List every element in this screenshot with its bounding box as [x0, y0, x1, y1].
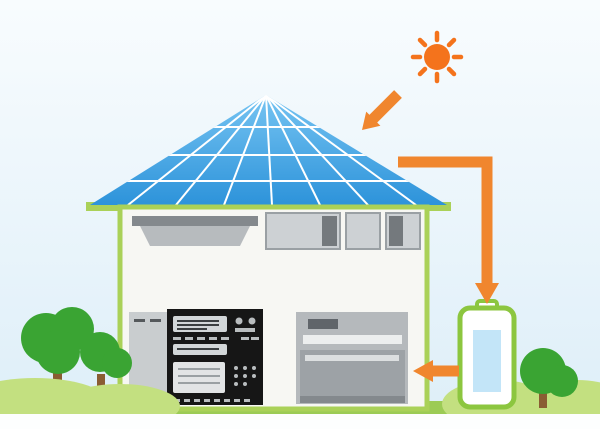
microwave-keypad	[234, 366, 256, 386]
microwave-rack-line	[178, 368, 220, 370]
microwave-rack-line	[178, 375, 220, 377]
battery-to-house-arrow-icon	[413, 360, 459, 382]
bottom-margin	[0, 414, 600, 429]
cabinet-handle	[134, 319, 145, 322]
window-pane	[345, 212, 381, 250]
microwave-rack-line	[178, 382, 220, 384]
vent-hood-body	[140, 226, 250, 246]
oven-knob	[248, 317, 256, 325]
sun-rays	[410, 30, 464, 84]
tree-crown	[102, 348, 132, 378]
display-line	[177, 324, 219, 326]
dishwasher-handle	[308, 319, 338, 329]
display-line	[177, 348, 219, 350]
sun-icon	[410, 30, 464, 84]
display-line	[177, 328, 207, 330]
oven-microwave-unit	[167, 309, 263, 405]
battery-charge-level	[473, 330, 501, 392]
dishwasher-door-bar	[305, 355, 399, 361]
sun-disc	[424, 44, 450, 70]
tree-crown	[36, 330, 80, 374]
tree-crown	[546, 365, 578, 397]
roof-to-battery-arrow-icon	[398, 156, 499, 304]
house	[117, 204, 430, 412]
microwave-window	[173, 362, 225, 393]
tree-right	[520, 348, 578, 408]
dishwasher-base	[300, 396, 405, 403]
dishwasher-slot	[303, 335, 402, 344]
second-floor-windows	[132, 212, 421, 250]
oven-knob	[235, 317, 243, 325]
oven-button-row	[173, 337, 259, 340]
tree-trunk	[539, 388, 547, 408]
vent-hood-top	[132, 216, 258, 226]
display-line	[177, 320, 219, 322]
window-shadow	[389, 216, 403, 246]
tree-left-large	[21, 307, 94, 404]
dishwasher-unit	[296, 312, 408, 404]
storage-battery	[457, 299, 517, 410]
window-shadow	[322, 216, 337, 246]
oven-vent	[235, 328, 255, 332]
sunlight-arrow-icon	[362, 90, 402, 130]
cabinet-handle	[150, 319, 161, 322]
